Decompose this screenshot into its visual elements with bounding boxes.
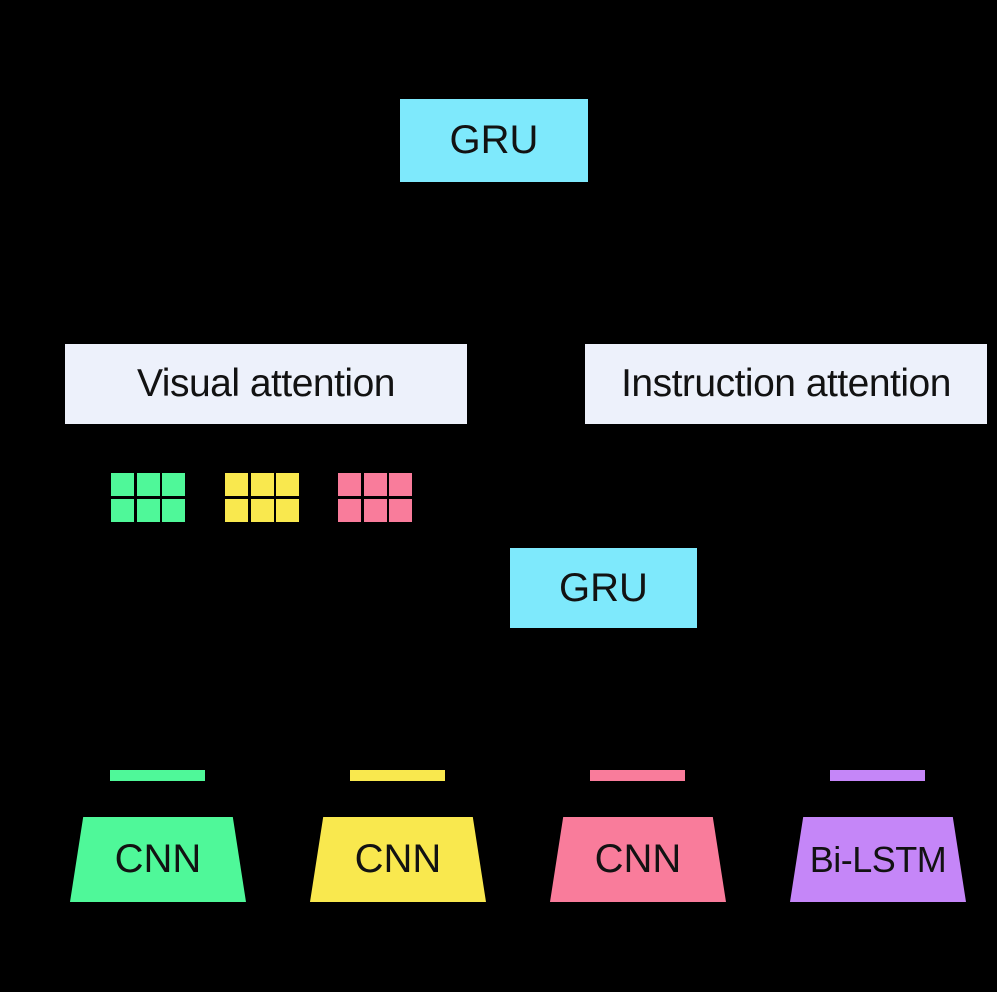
gru-mid-box: GRU bbox=[510, 548, 697, 628]
feature-cell bbox=[250, 473, 274, 496]
instruction-attention-box: Instruction attention bbox=[585, 344, 987, 424]
feature-cell bbox=[162, 498, 185, 522]
encoder-label: CNN bbox=[114, 837, 202, 881]
encoder-label: CNN bbox=[354, 837, 442, 881]
yellow-feature-grid bbox=[225, 473, 299, 522]
feature-cell bbox=[136, 498, 160, 522]
feature-cell bbox=[162, 473, 185, 496]
feature-cell bbox=[225, 473, 248, 496]
encoder-bilstm: Bi-LSTM bbox=[790, 817, 966, 902]
encoder-cnn-pink: CNN bbox=[550, 817, 726, 902]
feature-cell bbox=[363, 473, 387, 496]
pink-feature-bar bbox=[590, 770, 685, 781]
purple-feature-bar bbox=[830, 770, 925, 781]
feature-cell bbox=[250, 498, 274, 522]
encoder-label: Bi-LSTM bbox=[809, 838, 947, 880]
feature-cell bbox=[276, 498, 299, 522]
encoder-cnn-green: CNN bbox=[70, 817, 246, 902]
visual-attention-box: Visual attention bbox=[65, 344, 467, 424]
feature-cell bbox=[338, 498, 361, 522]
feature-cell bbox=[225, 498, 248, 522]
feature-cell bbox=[363, 498, 387, 522]
gru-top-box: GRU bbox=[400, 99, 588, 182]
feature-cell bbox=[111, 473, 134, 496]
green-feature-bar bbox=[110, 770, 205, 781]
yellow-feature-bar bbox=[350, 770, 445, 781]
feature-cell bbox=[389, 498, 412, 522]
green-feature-grid bbox=[111, 473, 185, 522]
pink-feature-grid bbox=[338, 473, 412, 522]
encoder-label: CNN bbox=[594, 837, 682, 881]
feature-cell bbox=[389, 473, 412, 496]
feature-cell bbox=[338, 473, 361, 496]
feature-cell bbox=[136, 473, 160, 496]
feature-cell bbox=[276, 473, 299, 496]
feature-cell bbox=[111, 498, 134, 522]
encoder-cnn-yellow: CNN bbox=[310, 817, 486, 902]
